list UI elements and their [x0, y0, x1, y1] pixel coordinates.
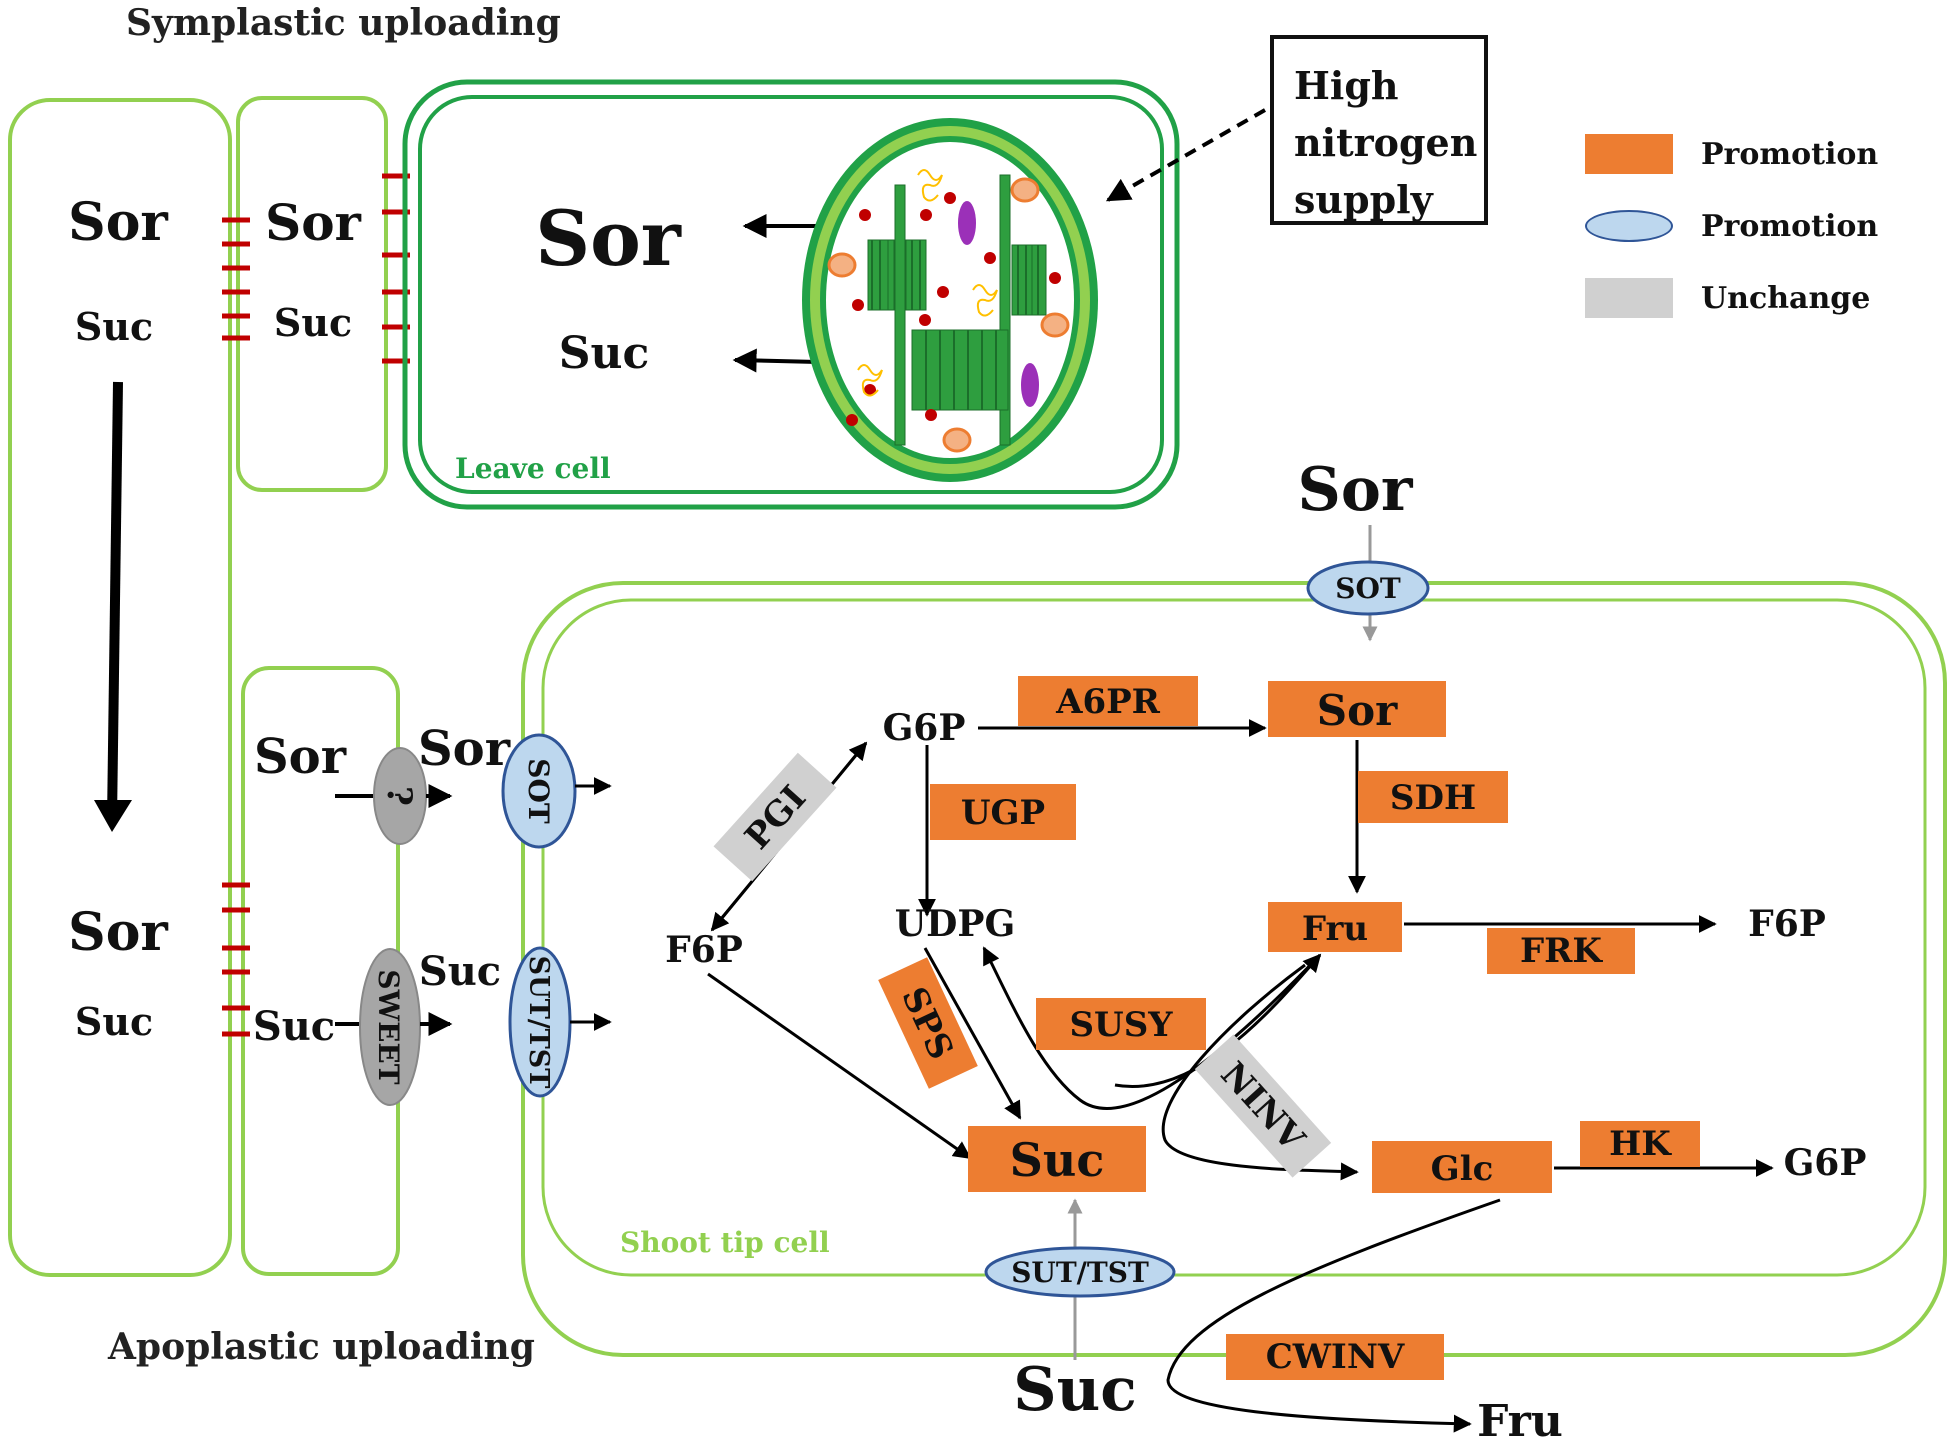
enzyme-ninv: NINV: [1194, 1034, 1332, 1178]
metabolite-fru: Fru: [1268, 902, 1402, 952]
svg-text:CWINV: CWINV: [1266, 1337, 1405, 1377]
nitrogen-dashed-arrow: [1105, 108, 1266, 202]
left-bottom-suc: Suc: [75, 999, 153, 1044]
svg-text:SDH: SDH: [1390, 778, 1476, 818]
metabolite-sor: Sor: [1268, 681, 1446, 737]
nitrogen-supply-box: High nitrogen supply: [1270, 35, 1488, 225]
external-suc: Suc: [1013, 1355, 1137, 1425]
external-sor: Sor: [1298, 455, 1414, 525]
sut-tst-bottom-transporter: SUT/TST: [984, 1246, 1176, 1298]
svg-text:A6PR: A6PR: [1055, 682, 1161, 722]
enzyme-pgi: PGI: [713, 752, 837, 882]
enzyme-susy: SUSY: [1036, 998, 1206, 1050]
metabolite-g6p: G6P: [883, 707, 966, 749]
legend-item: Promotion: [1585, 118, 1935, 190]
leaf-cell-inner-wall: [418, 95, 1164, 494]
svg-text:SUT/TST: SUT/TST: [523, 956, 554, 1089]
companion-top-sor: Sor: [265, 193, 361, 252]
symplastic-heading: Symplastic uploading: [126, 2, 561, 44]
apoplastic-heading: Apoplastic uploading: [108, 1326, 535, 1368]
companion-bottom-suc-in: Suc: [253, 1003, 335, 1050]
enzyme-frk: FRK: [1487, 928, 1635, 974]
svg-text:SUSY: SUSY: [1069, 1005, 1173, 1045]
metabolite-f6p-left: F6P: [665, 929, 743, 971]
enzyme-cwinv: CWINV: [1226, 1334, 1444, 1380]
nitrogen-line-1: High: [1294, 63, 1399, 108]
phloem-transport-arrowhead: [94, 800, 132, 832]
svg-text:SOT: SOT: [522, 758, 555, 824]
companion-bottom-sor-out: Sor: [418, 721, 511, 777]
leaf-cell-suc: Suc: [559, 328, 650, 379]
legend-label: Unchange: [1701, 280, 1871, 316]
chloroplast: [802, 118, 1098, 482]
left-top-suc: Suc: [75, 304, 153, 349]
companion-bottom-sor-in: Sor: [254, 729, 347, 785]
companion-bottom-suc-out: Suc: [419, 948, 501, 995]
external-fru: Fru: [1477, 1396, 1563, 1444]
leaf-cell-outer-wall: [402, 79, 1180, 510]
svg-text:SOT: SOT: [1335, 572, 1401, 605]
svg-text:HK: HK: [1609, 1124, 1672, 1164]
nitrogen-line-2: nitrogen: [1294, 120, 1478, 165]
legend-swatch-unchange: [1585, 278, 1673, 318]
nitrogen-line-3: supply: [1294, 177, 1433, 222]
legend-label: Promotion: [1701, 208, 1879, 244]
sieve-element-cell: [8, 98, 232, 1277]
svg-text:?: ?: [379, 786, 419, 806]
companion-top-suc: Suc: [274, 300, 352, 345]
metabolite-udpg: UDPG: [895, 903, 1015, 945]
shoot-tip-cell-label: Shoot tip cell: [620, 1226, 830, 1259]
enzyme-sps: SPS: [878, 957, 978, 1089]
sot-membrane-transporter: SOT: [501, 733, 577, 849]
enzyme-hk: HK: [1580, 1121, 1700, 1167]
udpg-to-suc-arrow: [923, 947, 1022, 1120]
left-top-sor: Sor: [68, 192, 168, 253]
legend-label: Promotion: [1701, 136, 1879, 172]
sot-top-transporter: SOT: [1306, 560, 1430, 616]
legend-item: Unchange: [1585, 262, 1935, 334]
sweet-transporter: SWEET: [359, 948, 421, 1106]
plasmodesmata-left-bottom: [222, 882, 250, 1037]
shoot-tip-cell-inner-wall: [541, 598, 1927, 1277]
phloem-transport-arrow: [107, 381, 123, 821]
svg-text:Suc: Suc: [1010, 1133, 1105, 1187]
enzyme-sdh: SDH: [1358, 771, 1508, 823]
leaf-cell-label: Leave cell: [455, 452, 611, 485]
metabolite-g6p-right: G6P: [1784, 1142, 1867, 1184]
left-bottom-sor: Sor: [68, 902, 168, 963]
legend: Promotion Promotion Unchange: [1585, 118, 1935, 334]
enzyme-a6pr: A6PR: [1018, 676, 1198, 726]
leaf-cell-sor: Sor: [535, 194, 682, 283]
svg-text:FRK: FRK: [1520, 931, 1603, 971]
svg-text:SWEET: SWEET: [372, 969, 405, 1084]
metabolite-suc: Suc: [968, 1126, 1146, 1192]
sut-tst-membrane-transporter: SUT/TST: [508, 946, 572, 1098]
svg-text:Sor: Sor: [1317, 686, 1398, 735]
companion-cell-top: [236, 96, 388, 492]
svg-text:SUT/TST: SUT/TST: [1011, 1256, 1149, 1289]
metabolite-glc: Glc: [1372, 1141, 1552, 1193]
cwinv-arrow: [1166, 1198, 1501, 1433]
legend-item: Promotion: [1585, 190, 1935, 262]
suc-export-arrow: [732, 348, 819, 373]
f6p-to-suc-arrow: [707, 972, 972, 1160]
legend-swatch-promotion-ellipse: [1585, 210, 1673, 242]
svg-text:Glc: Glc: [1431, 1149, 1494, 1189]
svg-text:Fru: Fru: [1302, 909, 1368, 949]
plasmodesmata-left-top: [222, 217, 250, 341]
svg-text:UGP: UGP: [961, 793, 1045, 833]
metabolite-f6p-right: F6P: [1748, 903, 1826, 945]
legend-swatch-promotion-rect: [1585, 134, 1673, 174]
enzyme-ugp: UGP: [930, 784, 1076, 840]
